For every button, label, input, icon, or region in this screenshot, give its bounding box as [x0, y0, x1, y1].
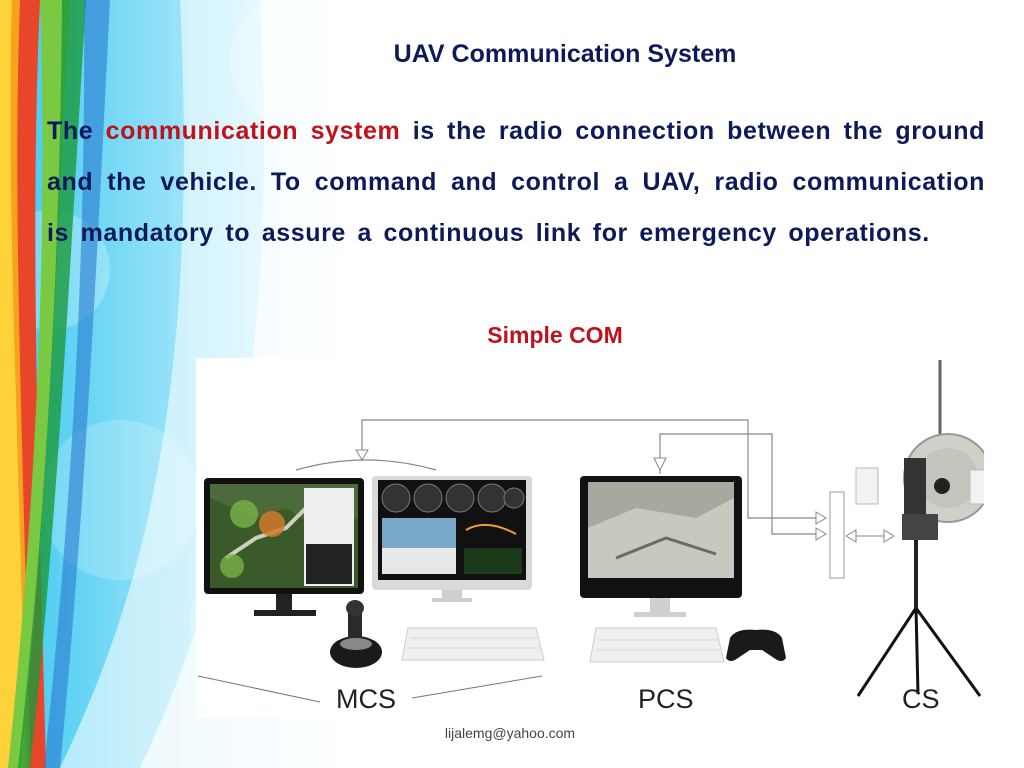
- para-highlight-communication: communication: [105, 117, 299, 145]
- cs-antenna-tripod: [855, 360, 984, 697]
- para-prefix: The: [47, 117, 94, 145]
- arrow-down-pcs: [653, 457, 667, 472]
- link-line-mcs: [361, 419, 816, 519]
- mcs-instrument-monitor: [372, 476, 532, 602]
- body-paragraph: The communication system is the radio co…: [47, 106, 985, 259]
- mcs-map-monitor: [204, 478, 364, 616]
- pcs-keyboard: [589, 627, 725, 663]
- para-rest: is the radio connection between the grou…: [47, 117, 986, 247]
- link-line-pcs: [659, 433, 816, 535]
- mcs-brace: [295, 459, 437, 471]
- arrow-left-modem: [845, 529, 857, 543]
- modem-box: [829, 491, 845, 579]
- slide-title: UAV Communication System: [393, 40, 737, 68]
- subtitle-simple-com: Simple COM: [487, 322, 623, 348]
- diagram-svg: MCS PCS CS: [197, 360, 984, 714]
- uav-com-diagram: MCS PCS CS: [196, 358, 984, 718]
- label-pcs: PCS: [638, 684, 694, 714]
- title-container: UAV Communication System: [0, 0, 1024, 100]
- label-cs: CS: [902, 684, 940, 714]
- label-mcs: MCS: [336, 684, 396, 714]
- arrow-right-2: [815, 527, 827, 541]
- arrow-down-mcs: [355, 449, 369, 461]
- joystick: [330, 600, 382, 668]
- mcs-label-line-right: [411, 675, 543, 699]
- pcs-monitor: [580, 476, 742, 617]
- mcs-label-line-left: [197, 675, 321, 703]
- para-highlight-system: system: [310, 117, 401, 145]
- mcs-keyboard: [401, 627, 545, 661]
- footer-email: lijalemg@yahoo.com: [444, 725, 576, 741]
- arrow-right-modem: [883, 529, 895, 543]
- gamepad: [726, 629, 786, 661]
- arrow-right-1: [815, 511, 827, 525]
